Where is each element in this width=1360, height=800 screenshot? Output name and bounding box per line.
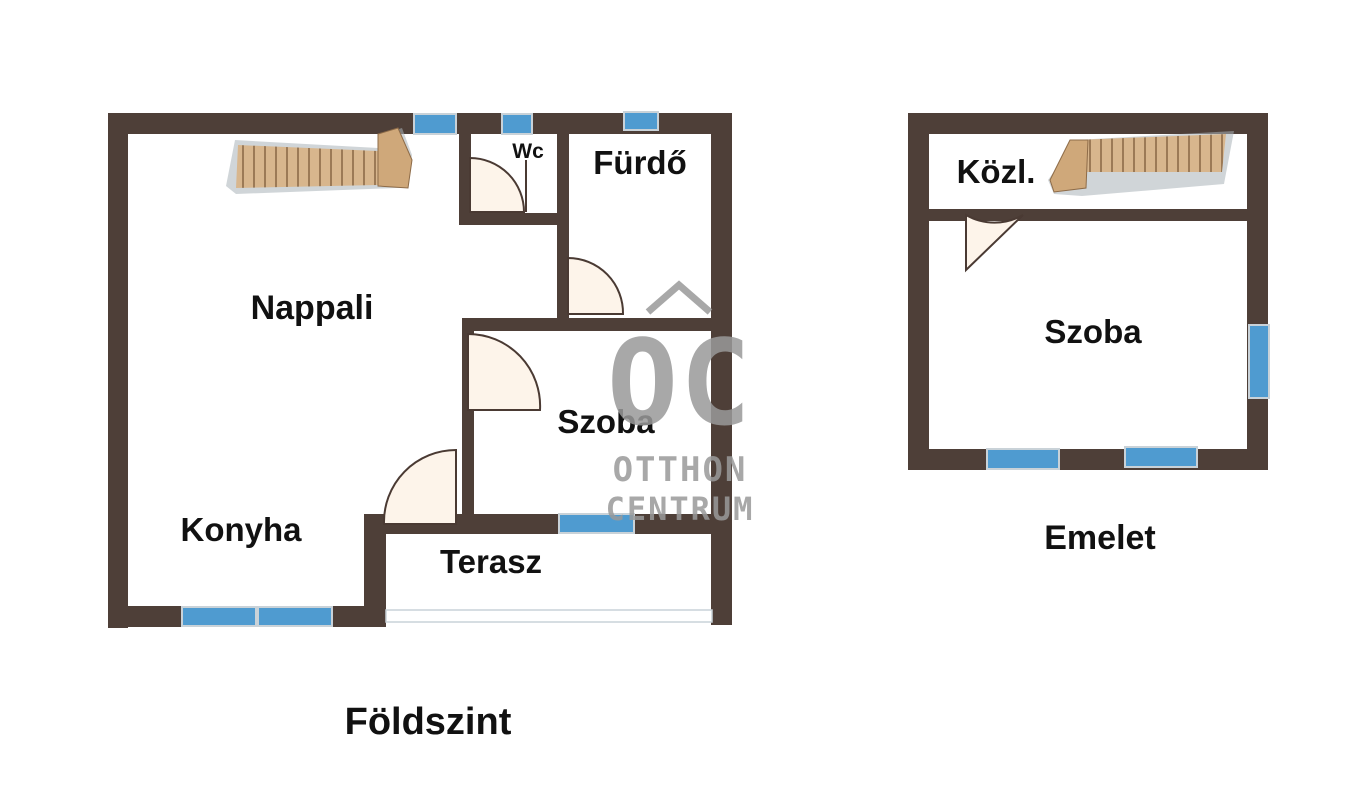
ground-floor-plan: Nappali Konyha Wc Fürdő Szoba Terasz Föl… [108,111,732,743]
room-label-konyha: Konyha [180,511,302,548]
wall [1247,113,1268,470]
door [467,332,542,411]
watermark-logo-letters: OC [607,314,753,452]
upper-floor-plan: Közl. Szoba Emelet [908,113,1270,557]
watermark-logo: OC OTTHON CENTRUM [606,280,755,528]
ground-floor-doors [382,156,625,525]
upper-floor-windows [986,324,1270,470]
wall [108,113,128,628]
window [1124,446,1198,468]
wall [711,113,732,625]
wall [459,113,471,225]
ground-floor-room-labels: Nappali Konyha Wc Fürdő Szoba Terasz [180,140,686,580]
window [501,113,533,135]
window [257,606,333,627]
wall [908,449,1268,470]
room-label-kozl: Közl. [957,153,1036,190]
wall [908,113,929,470]
wall [459,213,567,225]
wall [908,113,1268,134]
window [623,111,659,131]
window [558,513,635,534]
room-label-szoba: Szoba [1044,313,1142,350]
upper-floor-door [965,213,1024,273]
terrace-railing [385,609,713,623]
room-label-nappali: Nappali [251,289,374,327]
ground-floor-stairs [226,127,413,194]
wall [908,209,1268,221]
watermark-line2: CENTRUM [606,490,755,528]
wall [364,515,386,627]
door [567,256,625,315]
upper-floor-stairs [1048,131,1234,196]
upper-floor-room-labels: Közl. Szoba [957,153,1143,350]
watermark-roof-icon [645,280,713,315]
window [413,113,457,135]
ground-floor-windows [181,111,713,627]
upper-floor-title: Emelet [1044,519,1156,557]
door [382,448,457,525]
wall [464,318,732,331]
wall [557,113,569,323]
room-label-furdo: Fürdő [593,144,686,181]
room-label-szoba: Szoba [557,403,655,440]
door [469,156,527,213]
window [986,448,1060,470]
room-label-wc: Wc [512,140,544,163]
window [181,606,257,627]
room-label-terasz: Terasz [440,543,542,580]
window [1248,324,1270,399]
ground-floor-title: Földszint [345,701,512,743]
watermark-line1: OTTHON [613,450,748,490]
